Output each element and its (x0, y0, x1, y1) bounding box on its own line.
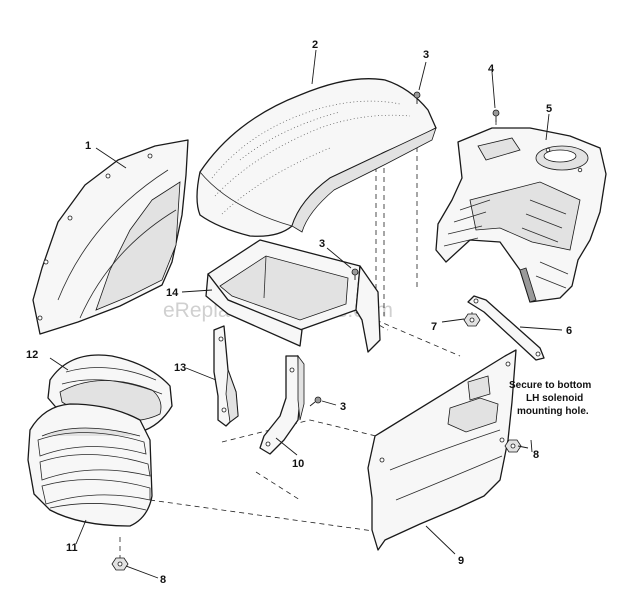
left-side-panel (32, 139, 189, 335)
screw-icon (351, 268, 359, 280)
callout-1: 1 (85, 140, 91, 152)
screw-icon (413, 91, 421, 104)
callout-2: 2 (312, 39, 318, 51)
leader-lines (49, 49, 563, 579)
hardware (111, 91, 522, 571)
callout-4: 4 (488, 63, 495, 75)
right-bracket (259, 354, 305, 455)
callout-9: 9 (458, 555, 464, 567)
note-line-2: LH solenoid (526, 393, 583, 404)
callout-8-right: 8 (533, 449, 539, 461)
callout-numbers: 1 2 3 4 5 3 14 7 6 12 13 3 10 8 11 9 8 (26, 39, 572, 586)
screw-icon (309, 396, 322, 407)
note-line-3: mounting hole. (517, 406, 589, 417)
installation-note: Secure to bottom LH solenoid mounting ho… (509, 380, 591, 417)
callout-10: 10 (292, 458, 304, 470)
left-bracket (213, 325, 239, 427)
callout-13: 13 (174, 362, 186, 374)
callout-5: 5 (546, 103, 552, 115)
nut-icon (111, 557, 129, 571)
strap-bracket (467, 295, 545, 361)
callout-7: 7 (431, 321, 437, 333)
support-tray (205, 239, 381, 353)
callout-12: 12 (26, 349, 38, 361)
dash-console (435, 127, 607, 303)
callout-6: 6 (566, 325, 572, 337)
callout-3-lower: 3 (340, 401, 346, 413)
callout-3-top: 3 (423, 49, 429, 61)
callout-3-middle: 3 (319, 238, 325, 250)
right-side-panel (367, 349, 517, 551)
screw-icon (492, 109, 500, 122)
hood-top (196, 78, 437, 237)
front-grille-lower (27, 403, 153, 527)
callout-11: 11 (66, 542, 78, 554)
note-line-1: Secure to bottom (509, 380, 591, 391)
nut-icon (463, 313, 481, 327)
nut-icon (504, 439, 522, 453)
callout-14: 14 (166, 287, 179, 299)
callout-8-bottom: 8 (160, 574, 166, 586)
